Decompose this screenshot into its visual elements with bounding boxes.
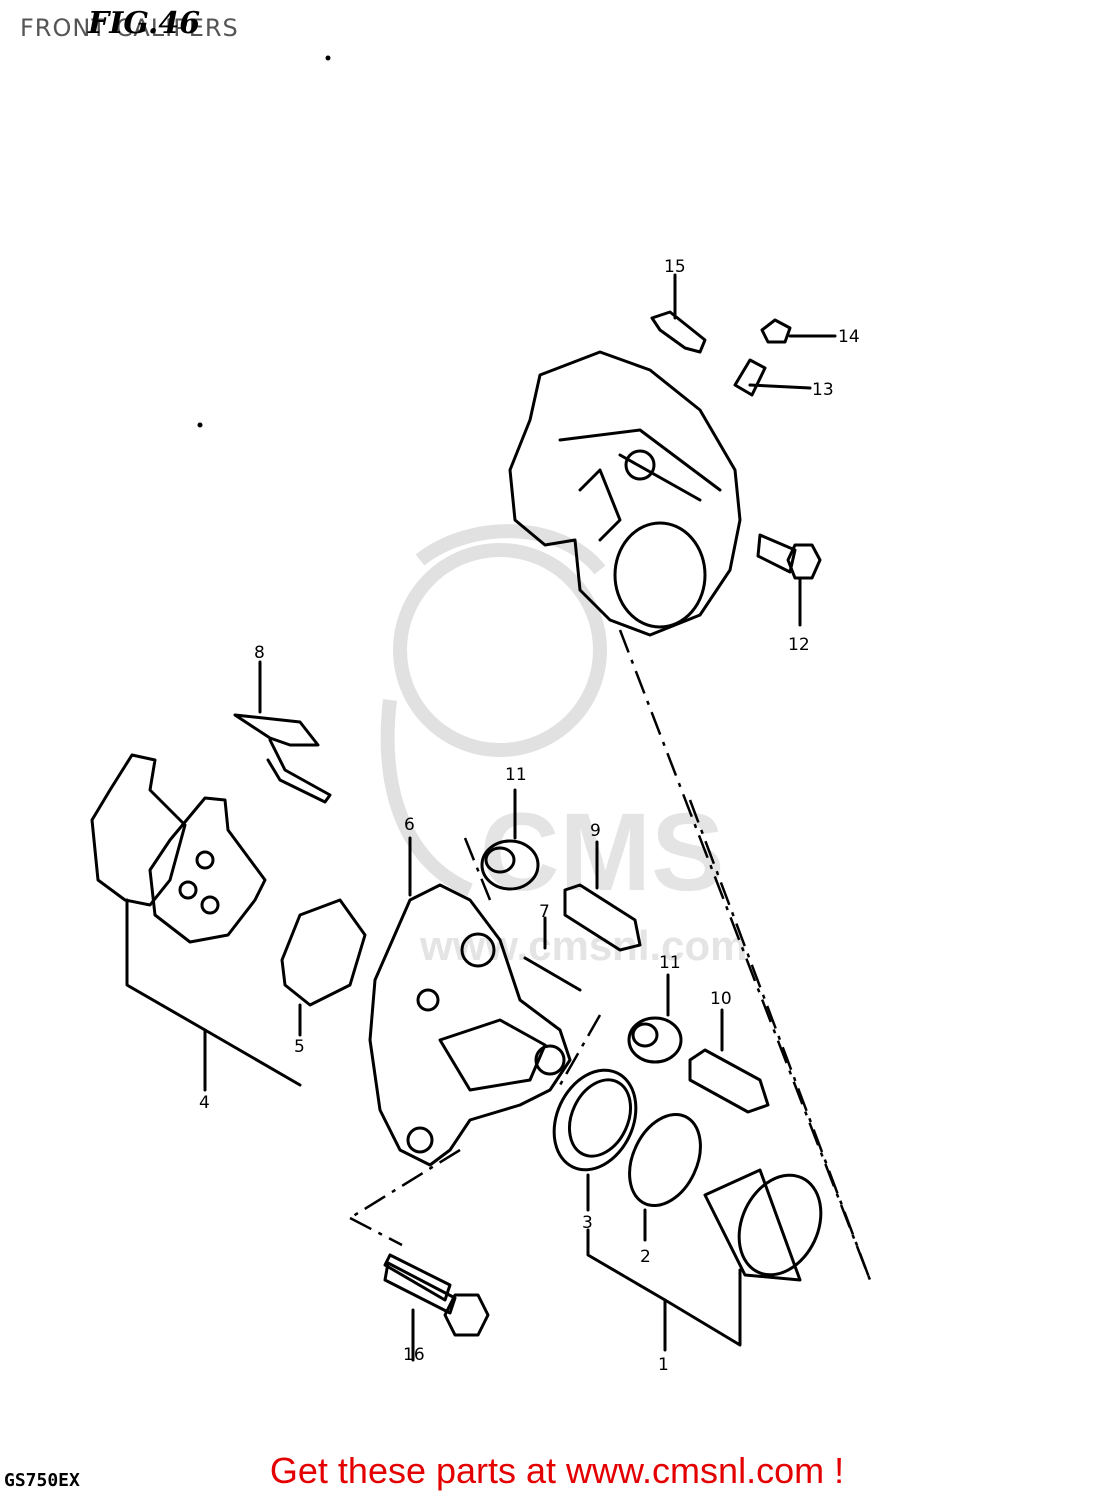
callout-3: 3 [582, 1213, 593, 1233]
part-4-pads [90, 753, 302, 1092]
part-2-piston-seal [628, 1112, 702, 1242]
callout-6: 6 [404, 815, 415, 835]
watermark-brand: CMS [480, 791, 724, 914]
watermark-site: www.cmsnl.com [419, 922, 748, 969]
part-14-cap [760, 318, 837, 344]
callout-12: 12 [788, 635, 810, 655]
scan-dot [197, 422, 203, 428]
cta-link[interactable]: Get these parts at www.cmsnl.com ! [269, 1450, 845, 1491]
reference-lines [349, 629, 872, 1281]
part-11-boot-lower [627, 973, 683, 1064]
callout-15: 15 [664, 257, 686, 277]
part-7-pin [523, 916, 582, 992]
part-8-pad-spring [233, 660, 332, 804]
part-9-sleeve [563, 840, 642, 952]
part-6-caliper-holder [368, 836, 572, 1167]
callout-5: 5 [294, 1037, 305, 1057]
part-11-boot-upper [480, 788, 540, 891]
scan-dot [325, 55, 331, 61]
caliper-upper-body [508, 350, 742, 637]
part-5-shim [280, 898, 367, 1037]
part-15-spring [650, 273, 707, 354]
part-10-sleeve [688, 1008, 770, 1114]
part-12-bolt [756, 533, 822, 627]
callout-14: 14 [838, 327, 860, 347]
part-3-dust-seal [552, 1068, 638, 1212]
callout-numbers: 1 2 3 4 5 6 7 8 9 10 11 11 12 13 14 15 1… [199, 257, 860, 1375]
callout-16: 16 [403, 1345, 425, 1365]
page-title: FRONT CALIPERS [20, 14, 239, 42]
callout-2: 2 [640, 1247, 651, 1267]
callout-8: 8 [254, 643, 265, 663]
watermark: CMS www.cmsnl.com [380, 524, 748, 969]
callout-11-lower: 11 [659, 953, 681, 973]
part-piston [703, 1168, 823, 1282]
callout-4: 4 [199, 1093, 210, 1113]
callout-11-upper: 11 [505, 765, 527, 785]
figure-label: FIG.46 [88, 6, 201, 41]
callout-7: 7 [539, 902, 550, 922]
callout-9: 9 [590, 821, 601, 841]
callout-10: 10 [710, 989, 732, 1009]
part-13-bleeder [733, 358, 812, 397]
group-bracket-1 [586, 1228, 742, 1352]
part-16-bolt [383, 1253, 490, 1362]
model-code: GS750EX [4, 1470, 80, 1491]
callout-13: 13 [812, 380, 834, 400]
callout-1: 1 [658, 1355, 669, 1375]
